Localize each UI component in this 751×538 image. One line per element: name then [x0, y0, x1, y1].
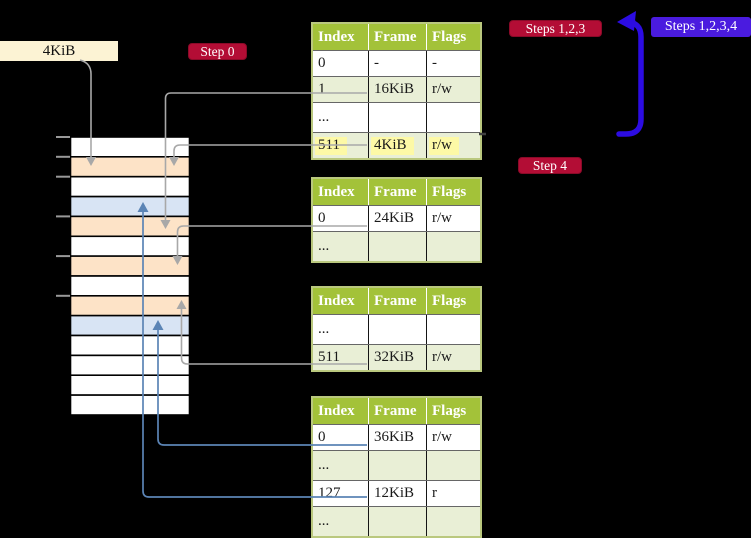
arrow-cr3-to-l4-frame: [79, 59, 96, 166]
badge-steps-123-label: Steps 1,2,3: [525, 20, 586, 36]
column-header-flags: Flags: [426, 179, 480, 205]
column-header-index: Index: [318, 28, 355, 45]
memory-frame-row-peach: [69, 294, 191, 317]
table-cell: [426, 315, 480, 344]
highlighted-value: 4KiB: [371, 136, 414, 155]
memory-frame-row-peach: [69, 156, 191, 178]
table-cell: [368, 232, 426, 261]
highlighted-value: r/w: [429, 136, 459, 155]
column-header-flags: Flags: [426, 24, 480, 50]
memory-frame-row-white: [69, 394, 191, 416]
memory-frame-row-peach: [69, 255, 191, 277]
table-cell: 32KiB: [368, 345, 426, 370]
table-cell: 12KiB: [368, 481, 426, 506]
table-cell: 24KiB: [368, 206, 426, 231]
table-cell: 4KiB: [368, 133, 426, 158]
big-recursive-loop-arrow: [616, 11, 644, 137]
table-cell: 511: [318, 349, 340, 365]
table-row: ...: [313, 231, 480, 261]
column-header-frame: Frame: [368, 288, 426, 314]
table-cell: [426, 103, 480, 132]
table-cell: 511: [313, 133, 368, 158]
memory-frame-row-blue: [69, 195, 191, 218]
memory-frame-row-peach: [69, 215, 191, 238]
frame-4kib-label-box: 4KiB: [0, 41, 118, 61]
table-cell: -: [368, 51, 426, 76]
badge-step-4: Step 4: [518, 157, 582, 174]
column-header-frame: Frame: [368, 398, 426, 424]
memory-frame-row-white: [69, 235, 191, 258]
table-cell: [368, 451, 426, 480]
table-cell: r/w: [426, 345, 480, 370]
table-row: ...: [313, 314, 480, 344]
badge-step-0: Step 0: [188, 43, 247, 60]
table-row: 511 4KiB r/w: [313, 132, 480, 158]
frame-4kib-label: 4KiB: [42, 42, 76, 59]
badge-steps-1234: Steps 1,2,3,4: [651, 17, 751, 37]
table-cell: r/w: [426, 425, 480, 450]
table-cell: [368, 315, 426, 344]
memory-frame-row-white: [69, 136, 191, 158]
table-cell: r/w: [426, 133, 480, 158]
table-cell: r: [426, 481, 480, 506]
table-cell: [368, 507, 426, 536]
memory-strip-ticks: [56, 136, 70, 297]
column-header-frame: Frame: [368, 24, 426, 50]
table-cell: 0: [318, 429, 326, 445]
column-header-index: Index: [318, 292, 355, 309]
table-row: 0 --: [313, 50, 480, 76]
table-row: ...: [313, 450, 480, 480]
table-cell: ...: [318, 238, 330, 254]
table-cell: r/w: [426, 77, 480, 102]
table-cell: 1: [318, 81, 326, 97]
table-cell: [426, 451, 480, 480]
table-cell: 0: [318, 210, 326, 226]
column-header-index: Index: [318, 402, 355, 419]
table-cell: 127: [318, 485, 341, 501]
badge-steps-1234-label: Steps 1,2,3,4: [664, 19, 738, 34]
badge-steps-123: Steps 1,2,3: [509, 20, 602, 37]
table-cell: ...: [318, 457, 330, 473]
table-cell: [368, 103, 426, 132]
column-header-frame: Frame: [368, 179, 426, 205]
badge-step-4-label: Step 4: [532, 157, 568, 173]
table-cell: ...: [318, 109, 330, 125]
column-header-index: Index: [318, 183, 355, 200]
memory-frame-row-blue: [69, 314, 191, 337]
badge-step-0-label: Step 0: [200, 43, 235, 59]
table-cell: [426, 507, 480, 536]
column-header-flags: Flags: [426, 288, 480, 314]
table-cell: -: [426, 51, 480, 76]
table-cell: ...: [318, 321, 330, 337]
table-cell: ...: [318, 513, 330, 529]
memory-frame-row-white: [69, 175, 191, 198]
memory-strip: [69, 136, 191, 416]
highlighted-value: 511: [315, 136, 347, 155]
memory-frame-row-white: [69, 354, 191, 377]
table-cell: 0: [318, 55, 326, 71]
column-header-flags: Flags: [426, 398, 480, 424]
table-cell: 16KiB: [368, 77, 426, 102]
table-cell: 36KiB: [368, 425, 426, 450]
memory-frame-row-white: [69, 334, 191, 357]
table-cell: [426, 232, 480, 261]
table-row: ...: [313, 506, 480, 536]
memory-frame-row-white: [69, 374, 191, 396]
memory-frame-row-white: [69, 275, 191, 297]
table-row: ...: [313, 102, 480, 132]
table-cell: r/w: [426, 206, 480, 231]
